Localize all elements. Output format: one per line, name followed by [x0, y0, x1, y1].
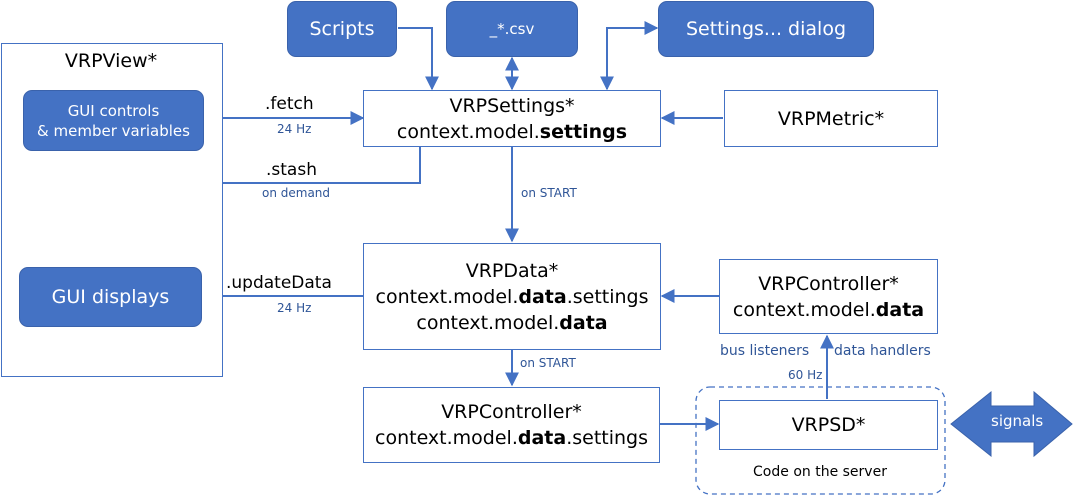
vrpdata-line3: context.model.data: [416, 311, 608, 334]
vrpdata-class: VRPData*: [465, 259, 559, 282]
server-region: [695, 386, 946, 495]
scripts-box: Scripts: [287, 1, 397, 57]
bus-listeners-label: bus listeners: [720, 343, 810, 359]
on-start-label-2: on START: [520, 356, 576, 370]
vrpcontroller-bottom-context: context.model.data.settings: [375, 427, 648, 449]
csv-box: _*.csv: [446, 1, 578, 57]
vrpsd-box: VRPSD*: [719, 400, 938, 450]
server-label: Code on the server: [753, 464, 887, 480]
signals-arrow: [950, 390, 1073, 458]
vrpsettings-context: context.model.settings: [396, 120, 628, 143]
update-data-label: .updateData: [226, 273, 332, 293]
stash-label: .stash: [266, 160, 317, 180]
vrpcontroller-bottom-class: VRPController*: [441, 401, 582, 423]
settings-dialog-box: Settings... dialog: [658, 1, 874, 57]
sd-rate-label: 60 Hz: [788, 368, 823, 382]
scripts-arrow: [398, 27, 439, 91]
gui-displays-box: GUI displays: [19, 267, 202, 327]
vrpdata-box: VRPData* context.model.data.settings con…: [363, 243, 661, 350]
vrpsettings-class: VRPSettings*: [449, 94, 575, 117]
dialog-arrow: [600, 21, 659, 91]
vrpcontroller-right-box: VRPController* context.model.data: [719, 259, 938, 334]
update-rate-label: 24 Hz: [277, 301, 312, 315]
vrpcontroller-right-class: VRPController*: [758, 272, 899, 295]
on-start-label-1: on START: [521, 186, 577, 200]
stash-when-label: on demand: [262, 186, 331, 200]
vrpview-title: VRPView*: [64, 50, 158, 72]
gui-controls-line1: GUI controls: [67, 101, 160, 120]
signals-label: signals: [991, 412, 1044, 430]
vrpdata-line2: context.model.data.settings: [375, 285, 649, 308]
data-handlers-label: data handlers: [834, 343, 931, 359]
gui-controls-line2: & member variables: [37, 121, 190, 140]
vrpcontroller-right-context: context.model.data: [732, 298, 925, 321]
vrpmetric-box: VRPMetric*: [724, 90, 938, 147]
fetch-label: .fetch: [265, 94, 314, 114]
fetch-rate-label: 24 Hz: [277, 122, 312, 136]
gui-controls-box: GUI controls & member variables: [23, 90, 204, 151]
vrpsettings-box: VRPSettings* context.model.settings: [363, 90, 661, 147]
vrpcontroller-bottom-box: VRPController* context.model.data.settin…: [363, 387, 660, 463]
